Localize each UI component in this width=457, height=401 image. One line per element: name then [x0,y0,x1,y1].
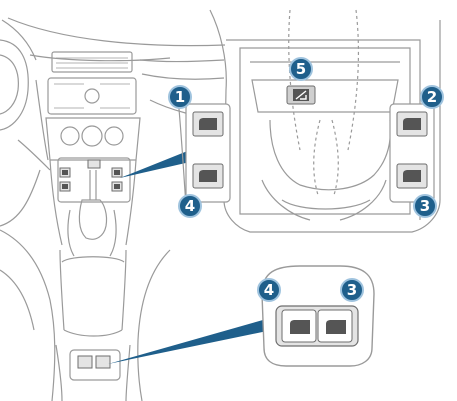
rear-switch-leader [108,318,272,364]
callout-4-rear: 4 [258,279,280,301]
window-switch-icon [403,118,421,130]
front-console-switches-small [60,160,122,191]
callout-4: 4 [179,195,201,217]
callout-1: 1 [169,86,191,108]
callout-1-label: 1 [175,88,185,106]
window-switch-icon [199,170,217,182]
callout-3-label: 3 [420,197,430,215]
callout-3: 3 [414,195,436,217]
front-left-switch-panel [186,104,230,202]
callout-5: 5 [290,58,312,80]
callout-4-rear-label: 4 [264,281,274,299]
callout-3-rear-label: 3 [347,281,357,299]
callout-2-label: 2 [427,88,437,106]
front-right-switch-panel [390,104,434,202]
window-switch-icon [290,320,310,334]
callout-5-label: 5 [296,60,306,78]
rear-console-switches-small [78,356,110,368]
window-switch-icon [326,320,346,334]
window-switch-icon [403,170,421,182]
child-lock-switch [287,86,315,104]
callout-2: 2 [421,86,443,108]
window-switch-icon [199,118,217,130]
callout-3-rear: 3 [341,279,363,301]
callout-4-label: 4 [185,197,195,215]
